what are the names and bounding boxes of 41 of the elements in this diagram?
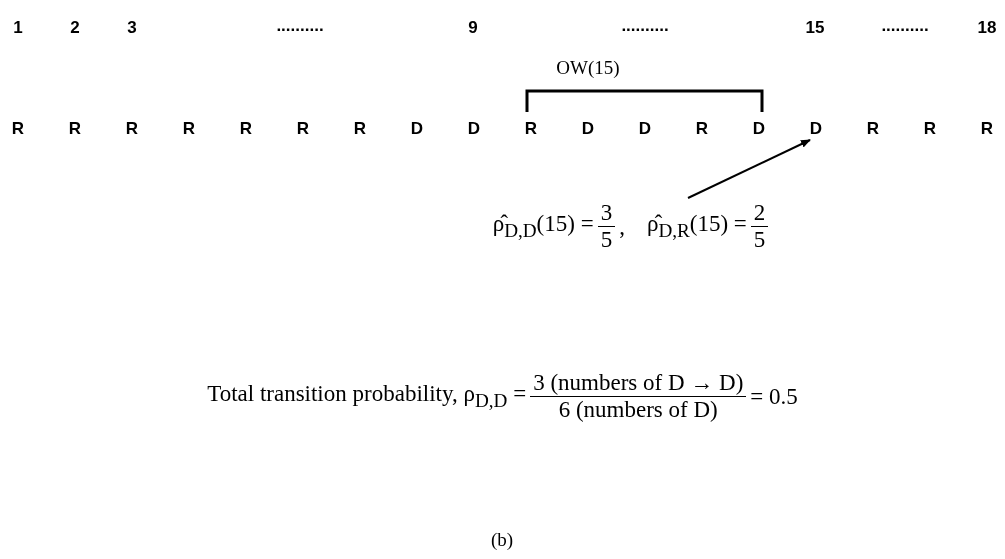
sequence-letter: R <box>353 119 367 139</box>
position-number: 2 <box>70 18 80 38</box>
denominator: 6 (numbers of D) <box>558 397 718 423</box>
sequence-letter: R <box>695 119 709 139</box>
formula-text: = 0.5 <box>750 383 798 410</box>
sequence-letter: R <box>923 119 937 139</box>
sequence-letter: R <box>125 119 139 139</box>
sequence-letter: R <box>296 119 310 139</box>
sequence-letter: D <box>752 119 766 139</box>
sequence-letter: R <box>524 119 538 139</box>
sequence-letter: R <box>11 119 25 139</box>
numerator: 3 <box>597 200 616 227</box>
ellipsis: .......... <box>276 16 324 36</box>
arrow <box>687 139 811 199</box>
sequence-letter: D <box>467 119 481 139</box>
sequence-letter: D <box>410 119 424 139</box>
formula-text: Total transition probability, ρ$_{D,D}$ = <box>207 381 527 412</box>
position-number: 1 <box>13 18 23 38</box>
denominator: 5 <box>600 227 613 253</box>
sequence-letter: R <box>239 119 253 139</box>
numerator: 3 (numbers of D → D) <box>530 370 747 397</box>
window-label: OW(15) <box>556 57 620 79</box>
ellipsis: .......... <box>881 16 929 36</box>
position-number: 18 <box>977 18 997 38</box>
sequence-letter: D <box>581 119 595 139</box>
caption: (b) <box>490 529 514 551</box>
sequence-letter: D <box>809 119 823 139</box>
position-number: 3 <box>127 18 137 38</box>
formula-text: ρ̂$_{D,D}$(15) = <box>492 211 594 242</box>
sequence-letter: R <box>980 119 994 139</box>
sequence-letter: R <box>866 119 880 139</box>
denominator: 5 <box>753 227 766 253</box>
formula-text: ρ̂$_{D,R}$(15) = <box>646 211 747 242</box>
sequence-letter: D <box>638 119 652 139</box>
comma: , <box>619 213 625 240</box>
position-number: 15 <box>805 18 825 38</box>
sequence-letter: R <box>182 119 196 139</box>
numerator: 2 <box>750 200 769 227</box>
ellipsis: .......... <box>621 16 669 36</box>
position-number: 9 <box>468 18 478 38</box>
sequence-letter: R <box>68 119 82 139</box>
